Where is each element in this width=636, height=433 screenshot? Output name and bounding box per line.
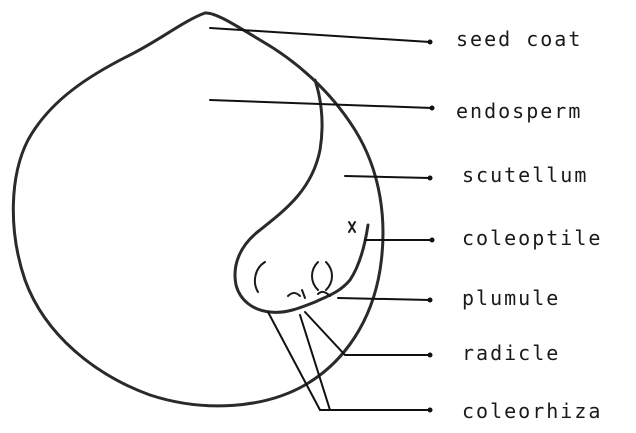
leader-coleorhiza-end bbox=[428, 408, 433, 413]
label-radicle: radicle bbox=[462, 341, 560, 365]
radicle-mark-2 bbox=[302, 290, 305, 298]
radicle-mark-1 bbox=[288, 293, 300, 296]
label-coleorhiza: coleorhiza bbox=[462, 399, 602, 423]
label-endosperm: endosperm bbox=[456, 99, 582, 123]
leader-scutellum-end bbox=[428, 176, 433, 181]
leader-scutellum bbox=[345, 176, 430, 178]
label-plumule: plumule bbox=[462, 286, 560, 310]
label-coleoptile: coleoptile bbox=[462, 226, 602, 250]
leader-coleoptile-end bbox=[430, 238, 435, 243]
radicle-mark-3 bbox=[318, 292, 330, 296]
label-scutellum: scutellum bbox=[462, 163, 588, 187]
leader-coleorhiza-a bbox=[268, 312, 320, 410]
leader-plumule-end bbox=[428, 298, 433, 303]
coleoptile-tip-mark bbox=[349, 222, 355, 232]
plumule-curl-left bbox=[255, 262, 265, 292]
label-seed-coat: seed coat bbox=[456, 27, 582, 51]
leader-coleorhiza-b bbox=[300, 315, 330, 410]
leader-endosperm-end bbox=[430, 106, 435, 111]
plumule-curl-mid bbox=[312, 262, 318, 290]
leader-radicle-end bbox=[428, 353, 433, 358]
plumule-curl-right bbox=[326, 262, 332, 290]
leader-plumule bbox=[338, 298, 430, 300]
leader-radicle bbox=[305, 312, 430, 355]
leader-seed-coat bbox=[210, 28, 430, 42]
seed-coat-outline bbox=[13, 13, 383, 406]
leader-seed-coat-end bbox=[428, 40, 433, 45]
leader-lines bbox=[210, 28, 435, 413]
labels: seed coat endosperm scutellum coleoptile… bbox=[456, 27, 602, 423]
